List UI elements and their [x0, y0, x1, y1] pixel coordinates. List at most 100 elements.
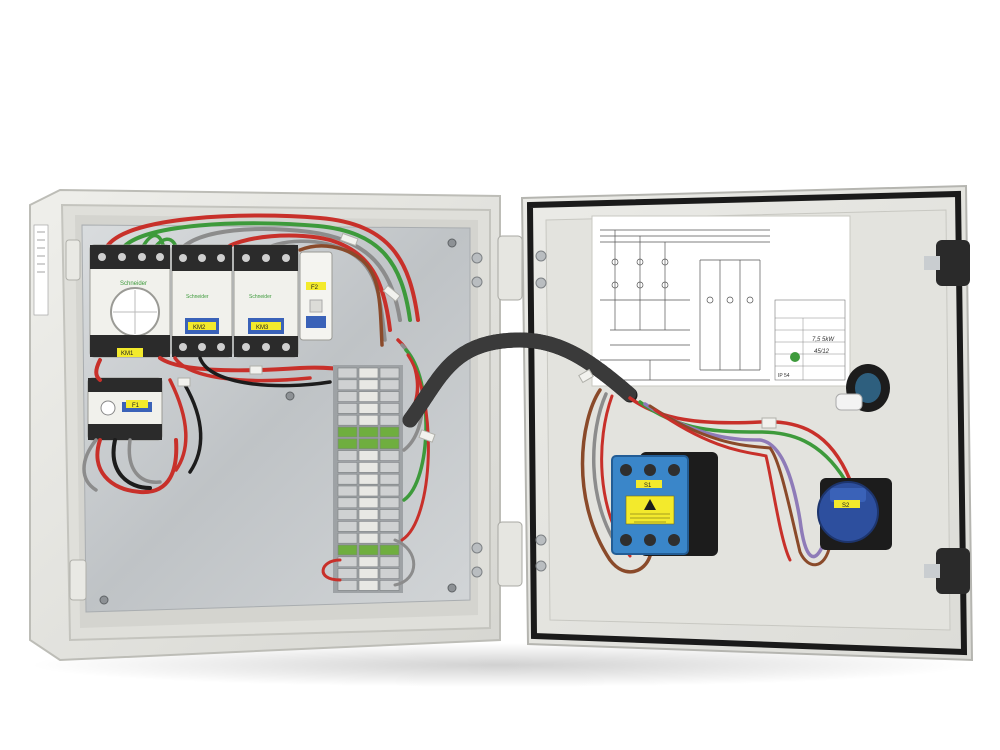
s1-label: S1 — [644, 483, 652, 489]
terminal-block — [337, 450, 358, 461]
terminal-block — [337, 438, 358, 450]
schematic-symbol — [636, 281, 644, 289]
terminal-block — [379, 450, 400, 461]
cable-loom — [402, 332, 638, 428]
terminal-block — [379, 462, 400, 473]
terminal-block — [358, 462, 379, 473]
schematic-symbol — [661, 281, 669, 289]
terminal-block — [379, 556, 400, 568]
terminal-block — [379, 485, 400, 497]
rotary-handle-shaft — [835, 364, 890, 412]
terminal-block — [358, 414, 379, 426]
terminal-block — [379, 426, 400, 438]
f2-tag — [306, 282, 326, 290]
terminal-block — [358, 497, 379, 509]
wiring-diagram-document: 7,5 5kW 45/12 IP 54 — [591, 215, 851, 387]
serial-value: 45/12 — [814, 349, 830, 355]
mounting-screws — [99, 238, 457, 605]
ce-mark — [790, 352, 800, 362]
cable-ties — [177, 232, 777, 443]
terminal-block — [379, 438, 400, 450]
terminal-block — [358, 521, 379, 532]
rated-power-value: 7,5 5kW — [812, 337, 835, 343]
terminal-wiring — [321, 338, 430, 587]
terminal-block — [358, 438, 379, 450]
terminal-block — [358, 568, 379, 579]
schematic-symbol — [636, 258, 644, 266]
terminal-block — [337, 367, 358, 379]
selector-switch-s2: S2 — [817, 478, 892, 550]
warning-icon — [644, 499, 656, 510]
terminal-block — [358, 485, 379, 497]
terminal-block — [358, 473, 379, 485]
terminal-block — [337, 414, 358, 426]
terminal-block — [379, 532, 400, 544]
enclosure-latch-top — [65, 239, 81, 281]
s2-label: S2 — [842, 503, 850, 509]
terminal-block — [358, 367, 379, 379]
side-label — [33, 224, 49, 316]
terminal-block — [337, 580, 358, 591]
terminal-block — [337, 473, 358, 485]
door-hinge — [497, 235, 523, 587]
terminal-strip — [333, 365, 403, 593]
terminal-block — [379, 367, 400, 379]
schematic-symbol — [726, 296, 734, 304]
main-switch-s1: S1 — [611, 452, 718, 556]
km3-tag — [251, 322, 281, 330]
terminal-block — [379, 497, 400, 509]
km2-tag — [188, 322, 216, 330]
terminal-block — [337, 462, 358, 473]
terminal-block — [379, 509, 400, 520]
terminal-block — [358, 391, 379, 402]
terminal-block — [337, 497, 358, 509]
schematic-symbol — [706, 296, 714, 304]
terminal-block — [337, 391, 358, 402]
terminal-block — [379, 391, 400, 402]
ip-rating: IP 54 — [778, 373, 790, 379]
km2-brand: Schneider — [186, 294, 209, 300]
terminal-block — [337, 568, 358, 579]
terminal-block — [358, 426, 379, 438]
contactor-km2: KM2 Schneider — [171, 244, 233, 358]
terminal-block — [379, 414, 400, 426]
door-latch-top — [936, 240, 970, 286]
terminal-block — [337, 426, 358, 438]
terminal-block — [358, 580, 379, 591]
f1-tag — [126, 400, 148, 408]
door-latch-bottom — [936, 548, 970, 594]
schematic-symbol — [611, 281, 619, 289]
schematic-symbol — [746, 296, 754, 304]
schematic-symbol — [661, 258, 669, 266]
overload-relay-f1: F1 — [87, 377, 163, 441]
terminal-block — [358, 450, 379, 461]
floor-shadow — [30, 643, 970, 687]
terminal-block — [337, 544, 358, 556]
enclosure-latch — [69, 559, 87, 601]
terminal-block — [379, 379, 400, 391]
terminal-block — [358, 379, 379, 391]
f1-label: F1 — [132, 403, 140, 409]
schematic-symbol — [611, 258, 619, 266]
terminal-block — [379, 473, 400, 485]
contactor-km3: KM3 Schneider — [233, 244, 299, 358]
terminal-block — [379, 544, 400, 556]
km1-tag — [117, 348, 143, 357]
brand-label: Schneider — [120, 281, 147, 287]
terminal-block — [358, 403, 379, 414]
terminal-block — [379, 521, 400, 532]
km3-brand: Schneider — [249, 294, 272, 300]
terminal-block — [337, 509, 358, 520]
f2-label: F2 — [311, 285, 319, 291]
terminal-block — [358, 532, 379, 544]
km2-label: KM2 — [193, 325, 206, 331]
terminal-block — [358, 544, 379, 556]
km3-label: KM3 — [256, 325, 269, 331]
enclosure-bolts — [471, 252, 483, 578]
terminal-block — [358, 509, 379, 520]
km1-label: KM1 — [121, 351, 134, 357]
terminal-block — [337, 556, 358, 568]
terminal-block — [379, 568, 400, 579]
breaker-f2: F2 — [299, 251, 333, 341]
